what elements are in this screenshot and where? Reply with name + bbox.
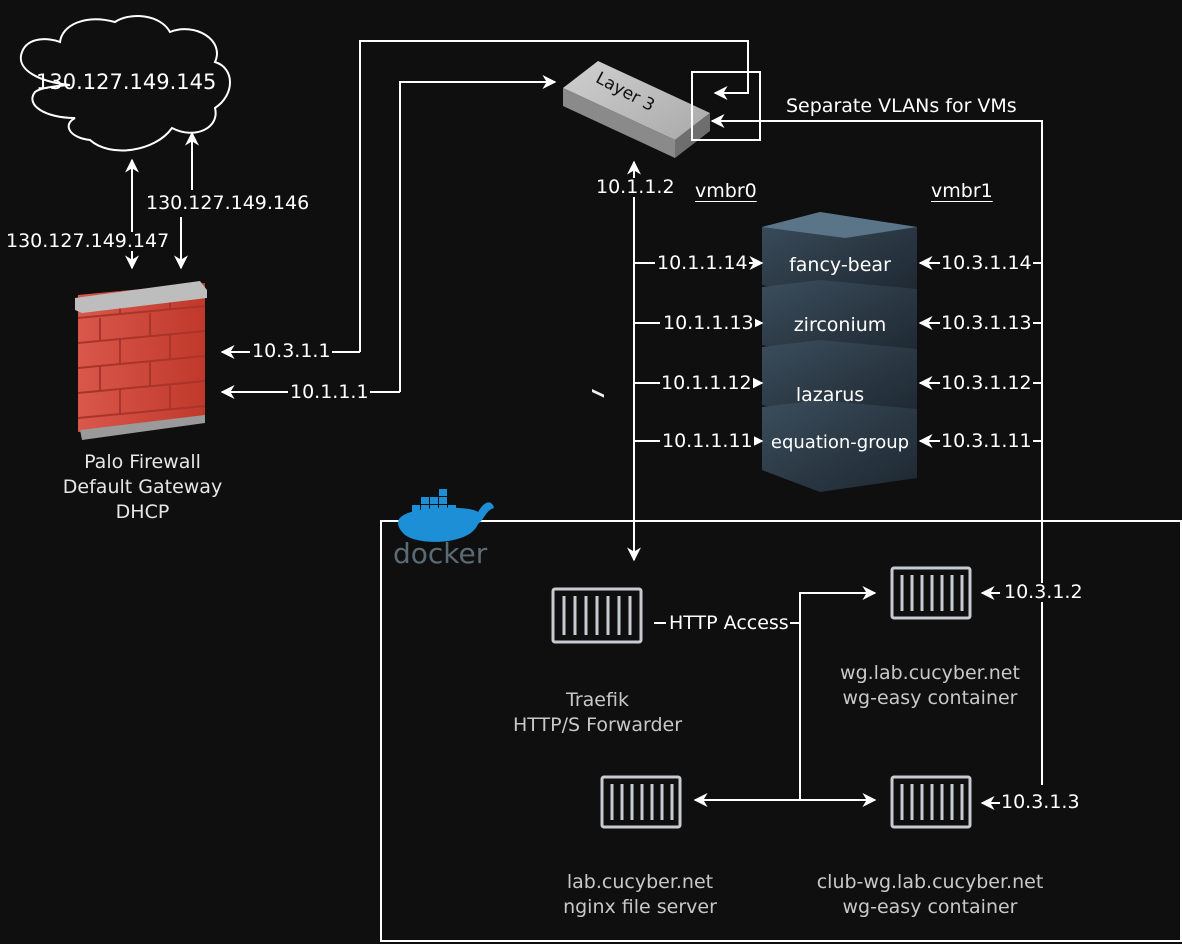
vlan-box bbox=[691, 71, 761, 141]
vm-lazarus-ip1: 10.3.1.12 bbox=[940, 372, 1033, 394]
vm-fancy-bear-ip0: 10.1.1.14 bbox=[656, 252, 749, 274]
uplink-ip-146: 130.127.149.146 bbox=[145, 192, 311, 214]
bridge-vmbr0: vmbr0 bbox=[695, 180, 757, 202]
link-10-3-1-1 bbox=[359, 40, 749, 352]
internet-ip: 130.127.149.145 bbox=[36, 70, 217, 94]
docker-logo-text: docker bbox=[393, 537, 488, 570]
http-access-label: HTTP Access bbox=[668, 612, 790, 634]
http-access-link bbox=[799, 586, 877, 800]
club-wg-container-icon bbox=[890, 775, 972, 829]
vm-fancy-bear: fancy-bear bbox=[789, 254, 891, 276]
vm-equation-group-ip1: 10.3.1.11 bbox=[940, 430, 1033, 452]
vlan-note: Separate VLANs for VMs bbox=[786, 95, 1017, 117]
vm-fancy-bear-ip1: 10.3.1.14 bbox=[940, 252, 1033, 274]
traefik-container-icon bbox=[551, 587, 643, 644]
firewall-icon bbox=[75, 281, 207, 440]
vm-zirconium-ip1: 10.3.1.13 bbox=[940, 312, 1033, 334]
uplink-ip-147: 130.127.149.147 bbox=[5, 230, 171, 252]
link-10-1-1-1 bbox=[399, 75, 557, 392]
internet-cloud-icon bbox=[19, 15, 231, 152]
club-wg-caption: club-wg.lab.cucyber.net wg-easy containe… bbox=[816, 871, 1044, 918]
vlan-trunk-link bbox=[710, 114, 1043, 640]
firewall-ip-vlan1: 10.1.1.1 bbox=[289, 381, 370, 403]
wg-ip: 10.3.1.2 bbox=[1003, 581, 1084, 603]
bridge-vmbr1: vmbr1 bbox=[931, 180, 993, 202]
vm-equation-group-ip0: 10.1.1.11 bbox=[661, 430, 754, 452]
vm-equation-group: equation-group bbox=[770, 432, 910, 453]
wg-caption: wg.lab.cucyber.net wg-easy container bbox=[840, 662, 1020, 709]
nginx-caption: lab.cucyber.net nginx file server bbox=[563, 871, 717, 918]
club-wg-ip: 10.3.1.3 bbox=[1000, 791, 1081, 813]
vm-lazarus: lazarus bbox=[795, 384, 865, 406]
vm-zirconium-ip0: 10.1.1.13 bbox=[662, 312, 755, 334]
docker-whale-icon bbox=[398, 489, 494, 542]
vm-lazarus-ip0: 10.1.1.12 bbox=[660, 372, 753, 394]
nginx-container-icon bbox=[600, 775, 682, 829]
docker-host-box bbox=[380, 520, 1182, 942]
switch-ip: 10.1.1.2 bbox=[595, 176, 676, 198]
server-stack-icon bbox=[762, 212, 917, 492]
container-icons bbox=[551, 566, 972, 829]
firewall-ip-vlan3: 10.3.1.1 bbox=[251, 340, 332, 362]
wg-container-icon bbox=[890, 566, 972, 620]
firewall-caption: Palo Firewall Default Gateway DHCP bbox=[62, 451, 223, 523]
layer3-switch-icon bbox=[563, 61, 710, 398]
vm-zirconium: zirconium bbox=[793, 314, 887, 336]
traefik-caption: Traefik HTTP/S Forwarder bbox=[512, 689, 683, 736]
